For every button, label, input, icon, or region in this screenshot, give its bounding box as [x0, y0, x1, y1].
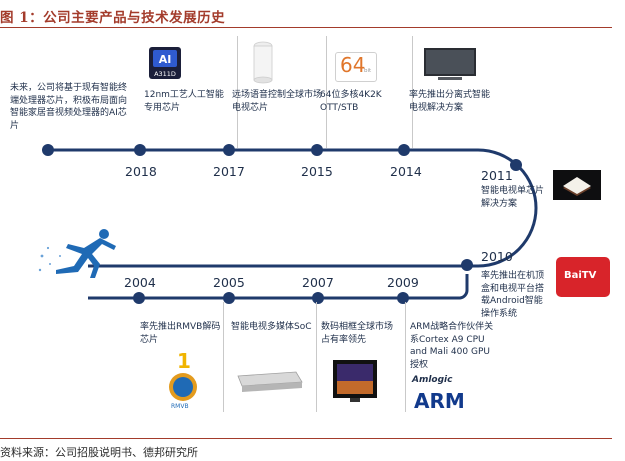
timeline-lower-bar: [88, 274, 469, 300]
media-player-icon: [237, 371, 303, 392]
timeline-node-2014: [398, 144, 410, 156]
milestone-desc-2011: 智能电视单芯片解决方案: [481, 186, 545, 209]
timeline-node-2011: [510, 159, 522, 171]
rmvb-badge-icon: 1 RMVB: [168, 349, 198, 415]
smart-speaker-icon: [253, 41, 273, 84]
milestone-year-2005: 2005: [213, 275, 245, 290]
milestone-year-2018: 2018: [125, 164, 157, 179]
milestone-year-2015: 2015: [301, 164, 333, 179]
android-icon: [553, 170, 601, 200]
milestone-desc-2014: 率先推出分离式智能电视解决方案: [409, 90, 491, 113]
milestone-desc-2007: 数码相框全球市场占有率领先: [321, 322, 394, 345]
source-note: 资料来源：公司招股说明书、德邦研究所: [0, 446, 198, 459]
timeline-node-start: [42, 144, 54, 156]
separator-2009: [405, 302, 406, 412]
milestone-year-2010: 2010: [481, 249, 513, 264]
svg-text:A311D: A311D: [154, 70, 176, 78]
timeline-node-2017: [223, 144, 235, 156]
milestone-desc-2004: 率先推出RMVB解码芯片: [140, 322, 221, 345]
footer-rule: [0, 438, 612, 439]
separator-2015: [326, 36, 327, 148]
ai-chip-icon: AI A311D: [149, 47, 181, 79]
separator-2007: [316, 302, 317, 412]
milestone-desc-2017: 远场语音控制全球市场电视芯片: [232, 90, 323, 113]
milestone-desc-2009: ARM战略合作伙伴关系Cortex A9 CPU and Mali 400 GP…: [410, 322, 494, 370]
milestone-year-2007: 2007: [302, 275, 334, 290]
intro-text: 未来，公司将基于现有智能终端处理器芯片，积极布局面向智能家居音视频处理器的AI芯…: [10, 83, 128, 131]
64-bit-icon: 64 bit: [335, 52, 377, 82]
title-rule: [0, 27, 612, 28]
milestone-desc-2018: 12nm工艺人工智能专用芯片: [144, 90, 224, 113]
milestone-desc-2015: 64位多核4K2K OTT/STB: [320, 90, 382, 113]
milestone-year-2011: 2011: [481, 168, 513, 183]
milestone-desc-2005: 智能电视多媒体SoC: [231, 322, 312, 332]
tv-icon: [424, 48, 476, 80]
photo-frame-icon: [333, 360, 377, 402]
milestone-year-2017: 2017: [213, 164, 245, 179]
separator-2005: [223, 302, 224, 412]
milestone-desc-2010: 率先推出在机顶盒和电视平台搭载Android智能操作系统: [481, 271, 545, 319]
svg-text:AI: AI: [159, 53, 172, 66]
set-top-box-icon: BaiTV: [556, 257, 610, 297]
runner-icon: [38, 229, 116, 278]
milestone-year-2004: 2004: [124, 275, 156, 290]
timeline-node-2010: [461, 259, 473, 271]
timeline-node-2018: [134, 144, 146, 156]
separator-2014: [412, 36, 413, 148]
timeline-path: [48, 148, 538, 268]
milestone-year-2014: 2014: [390, 164, 422, 179]
milestone-year-2009: 2009: [387, 275, 419, 290]
separator-2017: [237, 36, 238, 148]
figure-title: 图 1：公司主要产品与技术发展历史: [0, 10, 226, 26]
amlogic-arm-logo: Amlogic ARM: [412, 375, 465, 413]
timeline-node-2015: [311, 144, 323, 156]
